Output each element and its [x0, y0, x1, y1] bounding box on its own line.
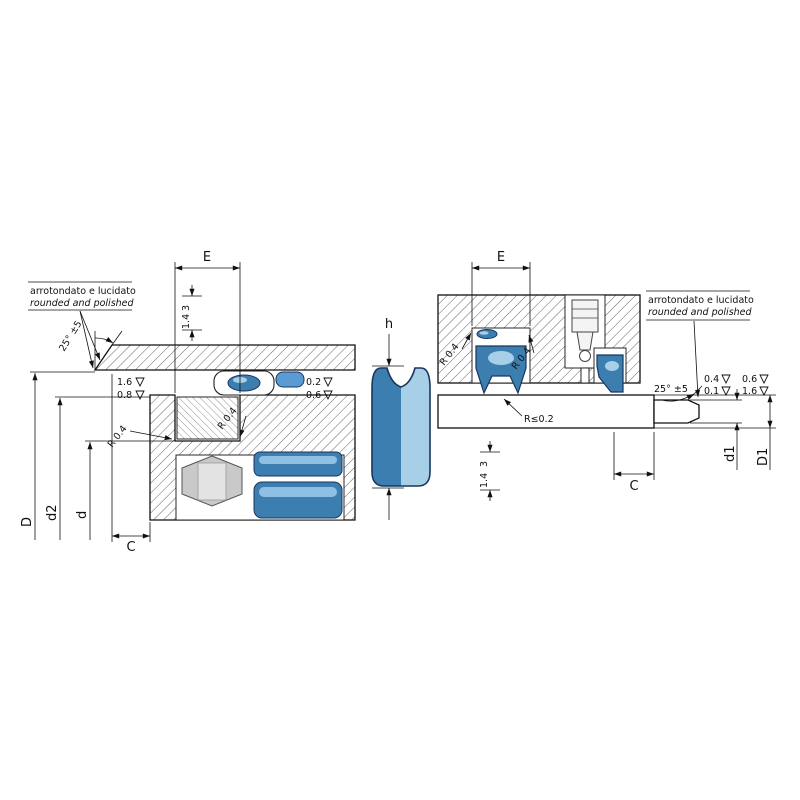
roughness-value: 0.6 [306, 390, 321, 401]
dim-E-label: E [203, 250, 211, 265]
dimension-D1: D1 [654, 394, 776, 470]
alt-dim-upper-label: 3 [479, 461, 490, 467]
angle-arc [661, 393, 695, 402]
cylinder-wall-section [93, 344, 356, 371]
roughness-mark-bore-left: 1.6 0.8 [117, 377, 145, 401]
dim-d1-label: d1 [723, 445, 738, 462]
rod-section [437, 394, 655, 429]
dimension-alt-right: 3 1.4 [479, 441, 500, 501]
backup-ring-section [176, 396, 239, 440]
dim-D1-label: D1 [756, 448, 771, 466]
rod-part-upper-highlight [259, 456, 337, 464]
dim-C-label: C [629, 479, 638, 494]
note-rounded-polished-right: arrotondato e lucidato rounded and polis… [646, 290, 754, 398]
radius-annotation-right-3: R≤0.2 [503, 398, 554, 425]
port-ball [579, 350, 591, 362]
oring-section [227, 374, 261, 392]
radius-label: R 0.4 [106, 424, 130, 450]
roughness-triangle-icon [759, 386, 769, 397]
note-line1: arrotondato e lucidato [648, 295, 754, 306]
dimension-h: h [372, 317, 404, 520]
rod-end-step [653, 399, 700, 424]
port-plug-stem [576, 331, 594, 351]
dimension-d1: d1 [690, 389, 742, 470]
port-channel [580, 367, 590, 384]
oring-highlight-right [479, 331, 489, 335]
roughness-value: 0.8 [117, 390, 132, 401]
roughness-value: 0.2 [306, 377, 321, 388]
dimension-E-left: E [174, 250, 241, 393]
roughness-value: 0.6 [742, 374, 757, 385]
wear-ring-section [275, 371, 305, 388]
wiper-highlight [605, 361, 619, 371]
figure-piston-seal-housing: 25° ±5 arrotondato e lucidato rounded an… [20, 250, 356, 555]
note-line1: arrotondato e lucidato [30, 286, 136, 297]
seal-profile-shading [372, 368, 401, 486]
port-plug [571, 299, 599, 362]
dim-h-label: h [385, 317, 393, 332]
roughness-mark-rod: 0.4 0.1 [704, 374, 731, 397]
note-line2: rounded and polished [648, 307, 753, 318]
angle-arc [94, 336, 114, 344]
rod-seal-highlight [488, 351, 514, 365]
roughness-triangle-icon [135, 377, 145, 388]
piston-nut-facet [197, 462, 227, 501]
roughness-triangle-icon [759, 374, 769, 385]
alt-dim-lower-label: 1.4 [479, 473, 490, 488]
roughness-triangle-icon [323, 390, 333, 401]
dimension-E-right: E [471, 250, 531, 326]
chamfer-angle-label: 25° ±5 [57, 319, 84, 354]
dim-C-label: C [126, 540, 135, 555]
dimension-diameters-left: D d2 d [20, 371, 175, 540]
radius-label: R≤0.2 [524, 414, 554, 425]
alt-dim-upper-label: 3 [181, 305, 192, 311]
roughness-triangle-icon [721, 386, 731, 397]
dim-E-label: E [497, 250, 505, 265]
roughness-triangle-icon [135, 390, 145, 401]
dimension-C-left: C [111, 374, 151, 555]
dim-d-label: d [75, 511, 90, 519]
dim-d2-label: d2 [45, 504, 60, 521]
roughness-value: 0.4 [704, 374, 719, 385]
chamfer-angle-annotation-right: 25° ±5 [654, 384, 703, 402]
roughness-mark-groove-right: 0.6 1.6 [742, 374, 769, 397]
note-rounded-polished-left: arrotondato e lucidato rounded and polis… [28, 281, 136, 369]
rod-part-lower-highlight [259, 487, 337, 497]
chamfer-angle-label: 25° ±5 [654, 384, 688, 395]
roughness-value: 0.1 [704, 386, 719, 397]
note-line2: rounded and polished [30, 298, 135, 309]
dimension-C-right: C [613, 432, 655, 494]
roughness-mark-groove-left: 0.2 0.6 [306, 377, 333, 401]
port-plug-body [571, 299, 599, 333]
seal-profile-outline [371, 367, 431, 487]
roughness-triangle-icon [323, 377, 333, 388]
alt-dim-lower-label: 1.4 [181, 314, 192, 329]
dim-D-label: D [20, 517, 35, 527]
roughness-value: 1.6 [117, 377, 132, 388]
figure-seal-profile: h [371, 317, 431, 520]
roughness-triangle-icon [721, 374, 731, 385]
wiper-section [596, 354, 624, 393]
dimension-alt-left: 3 1.4 [181, 285, 202, 341]
roughness-value: 1.6 [742, 386, 757, 397]
figure-rod-seal-housing: E R 0.4 R 0.4 R≤0.2 25° ±5 arrotondato e… [437, 250, 776, 501]
